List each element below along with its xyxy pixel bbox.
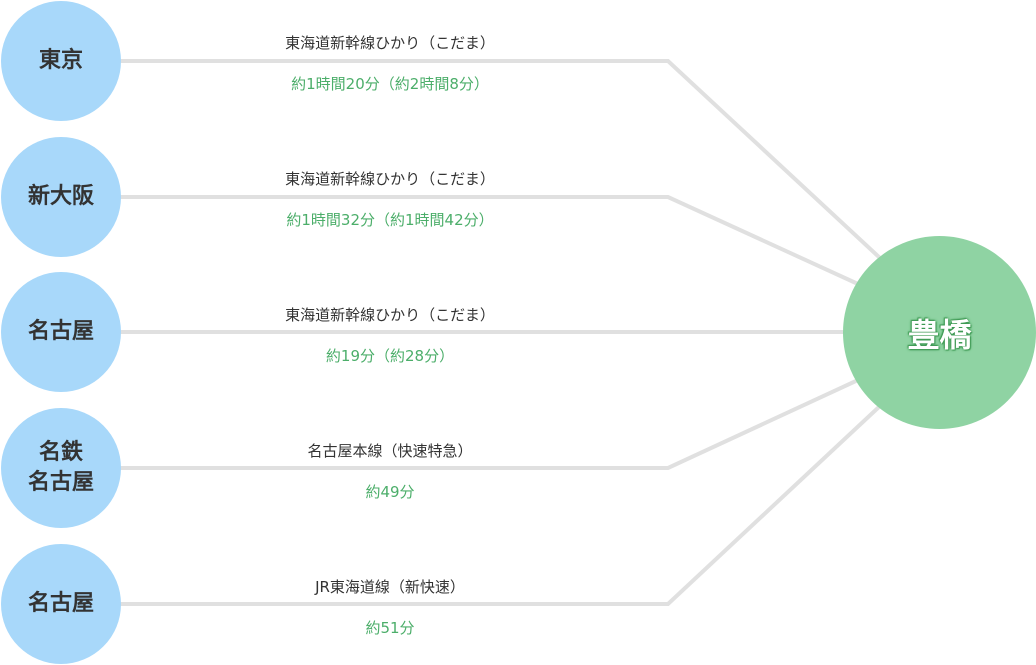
origin-station-tokyo: 東京: [1, 1, 121, 121]
origin-station-nagoya: 名古屋: [1, 272, 121, 392]
connector-line-tokyo: [120, 59, 882, 260]
origin-name: 名古屋: [27, 319, 94, 344]
origin-name: 名鉄 名古屋: [27, 440, 94, 495]
origin-name: 名古屋: [27, 591, 94, 616]
connector-line-meitetsu: [120, 378, 859, 470]
route-line-label: JR東海道線（新快速）: [315, 578, 465, 596]
route-line-label: 東海道新幹線ひかり（こだま）: [285, 306, 495, 324]
route-line-label: 名古屋本線（快速特急）: [307, 442, 473, 460]
route-time-label: 約49分: [365, 483, 415, 501]
origin-station-shin-osaka: 新大阪: [1, 137, 121, 257]
origin-name: 新大阪: [27, 184, 94, 209]
route-time-label: 約1時間20分（約2時間8分）: [291, 75, 489, 93]
destination-name: 豊橋: [907, 315, 972, 354]
connector-line-jr-nagoya: [120, 404, 882, 606]
route-time-label: 約1時間32分（約1時間42分）: [286, 211, 494, 229]
origin-name: 東京: [38, 48, 83, 73]
connector-line-shin-osaka: [120, 195, 859, 286]
route-time-label: 約51分: [365, 619, 415, 637]
route-line-label: 東海道新幹線ひかり（こだま）: [285, 34, 495, 52]
origin-station-meitetsu-nagoya: 名鉄 名古屋: [1, 408, 121, 528]
route-time-label: 約19分（約28分）: [325, 347, 455, 365]
origin-station-nagoya-jr: 名古屋: [1, 544, 121, 664]
destination-station: 豊橋: [843, 236, 1036, 429]
route-line-label: 東海道新幹線ひかり（こだま）: [285, 170, 495, 188]
